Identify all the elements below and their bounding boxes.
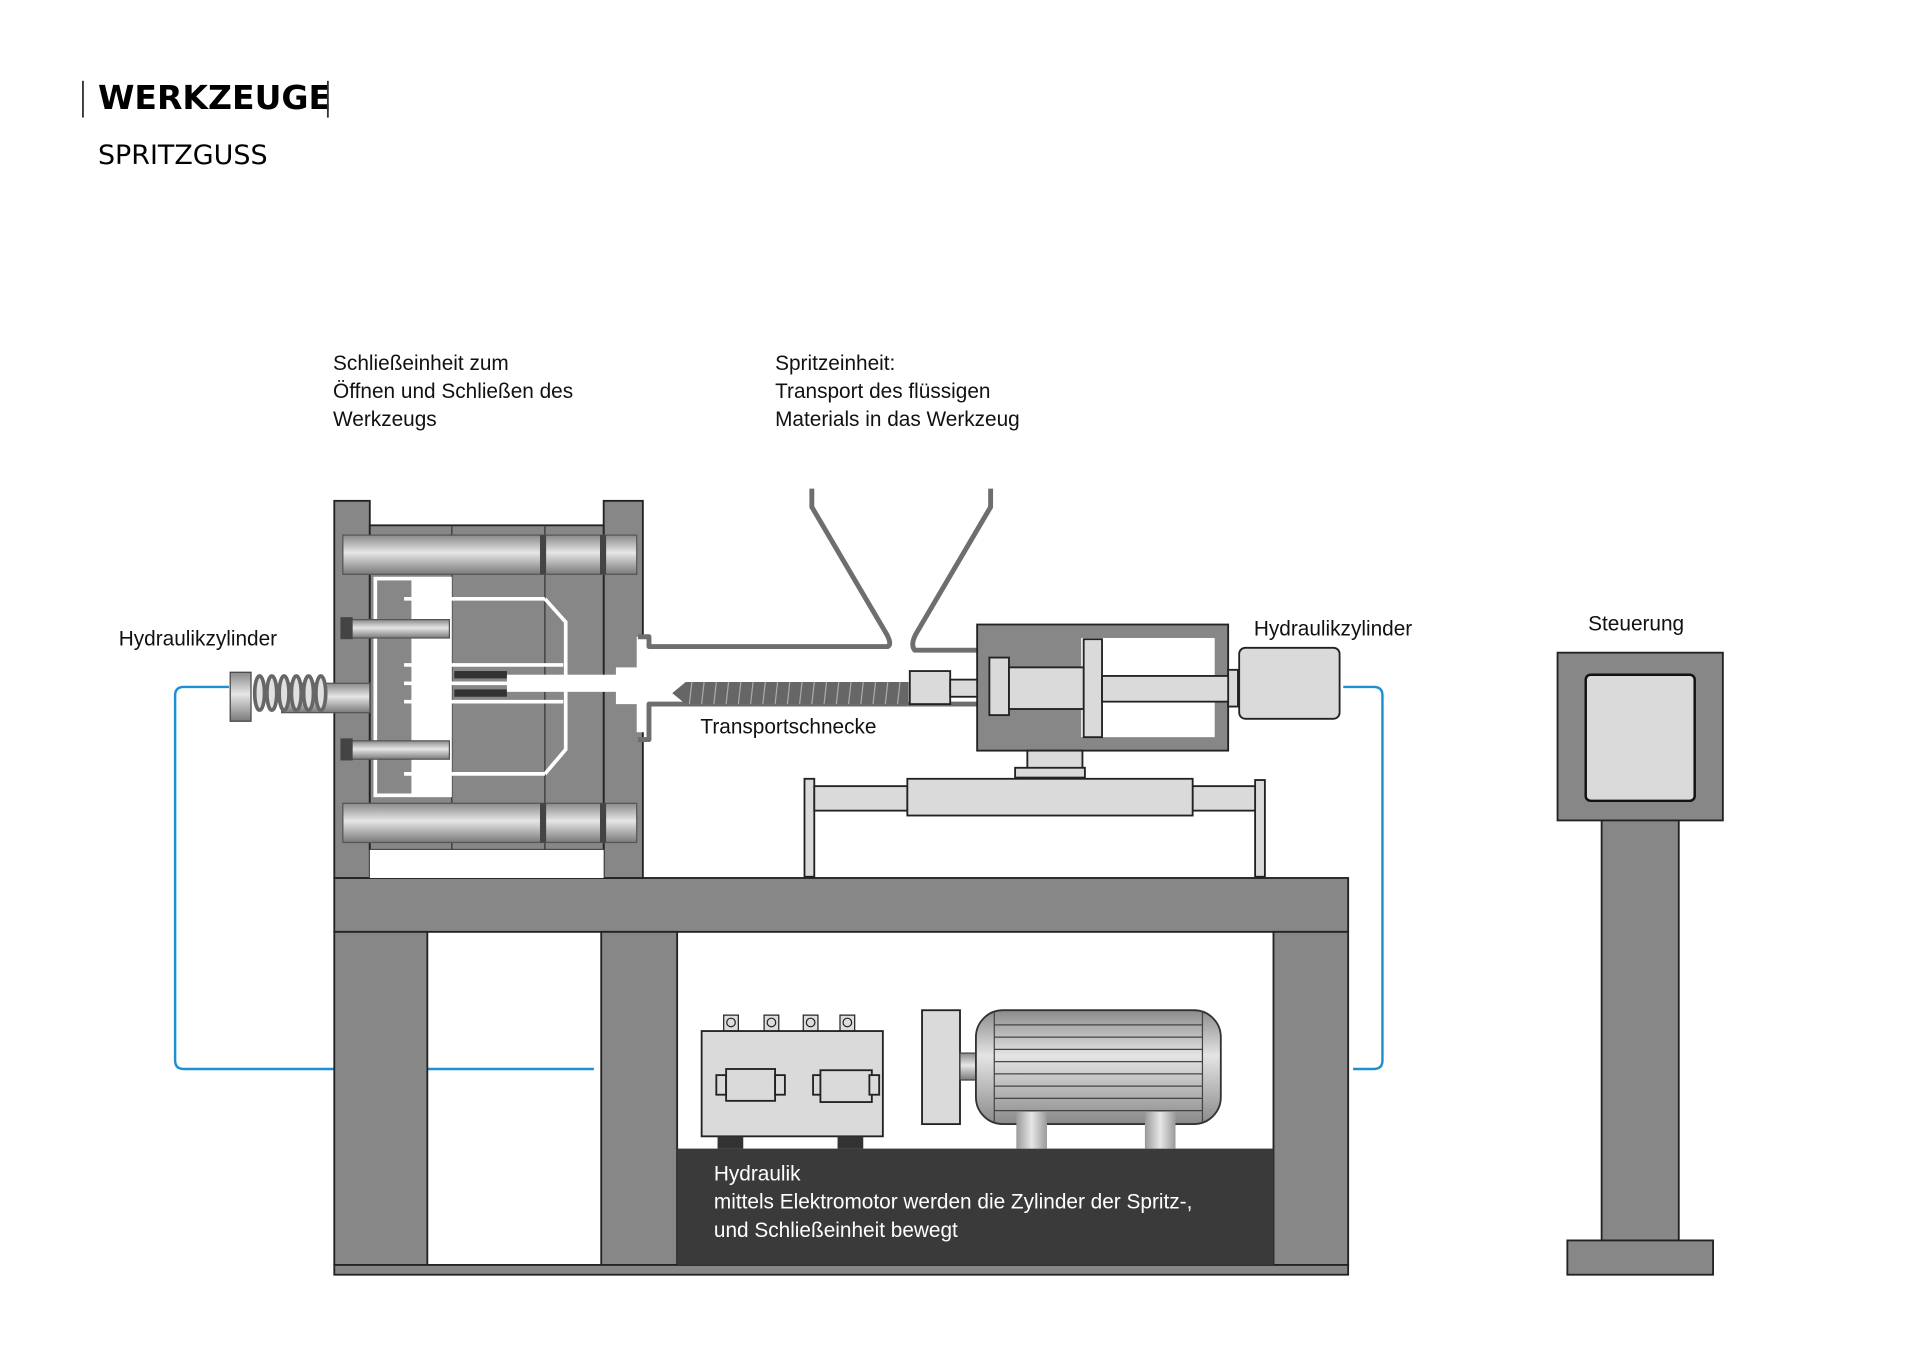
clamping-label-line: Öffnen und Schließen des (333, 380, 573, 403)
pump-port-ring (766, 1017, 777, 1028)
guide-pin-top (349, 619, 450, 639)
hydraulic-line-left (173, 685, 594, 1071)
header: WERKZEUGE SPRITZGUSS (82, 78, 331, 171)
hopper-left-wall (637, 488, 893, 649)
cylinder-cap (229, 671, 252, 722)
table-base (333, 1264, 1350, 1276)
carriage-rail (803, 777, 1266, 878)
clamping-unit (333, 499, 667, 879)
screw-icon (672, 681, 909, 705)
pump-valve-cap (868, 1074, 881, 1096)
tie-bar-ring (540, 535, 547, 575)
hydraulic-cylinder-left-label: Hydraulikzylinder (119, 627, 277, 650)
nozzle-seat (615, 636, 667, 733)
clamping-label-line: Werkzeugs (333, 408, 437, 431)
piston-head (1082, 638, 1103, 739)
pump-port-ring (842, 1017, 853, 1028)
motor-foot (1016, 1111, 1047, 1149)
mold-gap (369, 849, 604, 878)
injection-label-line: Spritzeinheit: (775, 352, 895, 375)
guide-pin-head (340, 617, 353, 640)
piston-body (1008, 666, 1086, 710)
motor-foot (1144, 1111, 1176, 1149)
guide-pin-head (340, 738, 353, 761)
title-bar-right (326, 80, 329, 118)
rail-support-right (1254, 779, 1266, 878)
injection-label-line: Transport des flüssigen (775, 380, 990, 403)
hydraulic-line-right (1343, 685, 1384, 1071)
tie-bar-ring (540, 803, 547, 843)
tie-bar-top (342, 534, 638, 575)
guide-pin-bottom (349, 740, 450, 760)
tie-bar-ring (600, 535, 607, 575)
rail-rod-left (813, 785, 909, 812)
pump-port-ring (726, 1017, 736, 1028)
table-leg-left (333, 930, 429, 1266)
cylinder-coupling (1227, 668, 1239, 708)
rail-slide (906, 777, 1194, 817)
screw-coupling (908, 670, 952, 706)
control-screen (1584, 673, 1696, 803)
hydraulic-cylinder-right (1238, 646, 1341, 720)
rail-rod-right (1191, 785, 1257, 812)
ejector-plate (377, 580, 412, 794)
pump-port (839, 1014, 856, 1032)
title-bar-left (82, 80, 84, 118)
page-subtitle: SPRITZGUSS (98, 140, 268, 171)
motor-fan-cover (921, 1009, 961, 1126)
machine-table: Hydraulik mittels Elektromotor werden di… (333, 877, 1350, 1276)
pump-port-ring (805, 1017, 816, 1028)
hydraulic-cylinder-left (229, 671, 371, 722)
hydraulic-pump (700, 1014, 884, 1149)
pump-valve (725, 1068, 777, 1102)
motor-housing (974, 1009, 1222, 1126)
pump-port (763, 1014, 780, 1032)
pump-port (802, 1014, 819, 1032)
control-pole (1600, 819, 1680, 1242)
rail-support-left (803, 777, 816, 878)
control-base (1566, 1239, 1714, 1276)
hydraulics-label-title: Hydraulik (714, 1162, 801, 1185)
sprue-bushing (454, 671, 507, 679)
tie-bar-ring (600, 803, 607, 843)
hydraulics-label-line: und Schließeinheit bewegt (714, 1219, 958, 1242)
table-leg-right (1272, 930, 1350, 1266)
injection-unit-label: Spritzeinheit: Transport des flüssigen M… (775, 352, 1020, 431)
piston-flange (988, 656, 1010, 717)
pump-valve (819, 1069, 873, 1103)
screw-label: Transportschnecke (700, 715, 876, 738)
control-label: Steuerung (1588, 613, 1684, 636)
hydraulics-label-line: mittels Elektromotor werden die Zylinder… (714, 1191, 1193, 1214)
sprue-channel (506, 674, 642, 692)
injection-label-line: Materials in das Werkzeug (775, 408, 1020, 431)
injection-unit (637, 488, 1341, 779)
table-top (333, 877, 1350, 933)
hydraulics-panel (677, 1148, 1274, 1265)
page-title: WERKZEUGE (98, 78, 331, 117)
motor-fins (993, 1011, 1204, 1123)
hopper-right-wall (910, 488, 994, 653)
spring-icon (252, 674, 328, 713)
pump-valve-cap (774, 1074, 786, 1096)
pump-foot (717, 1136, 744, 1149)
clamping-label-line: Schließeinheit zum (333, 352, 509, 375)
pump-foot (837, 1136, 864, 1149)
pump-port (723, 1014, 739, 1032)
tie-bar-bottom (342, 802, 638, 844)
sprue-bushing (454, 689, 507, 697)
motor-shaft (959, 1052, 978, 1081)
piston-rod (1101, 675, 1231, 703)
clamping-unit-label: Schließeinheit zum Öffnen und Schließen … (333, 352, 573, 431)
table-leg-mid (600, 930, 679, 1266)
electric-motor (921, 1009, 1222, 1149)
pump-valve-cap (715, 1074, 728, 1096)
control-unit (1556, 651, 1724, 1276)
hydraulic-cylinder-right-label: Hydraulikzylinder (1254, 618, 1412, 641)
carriage-plate (1014, 766, 1086, 779)
